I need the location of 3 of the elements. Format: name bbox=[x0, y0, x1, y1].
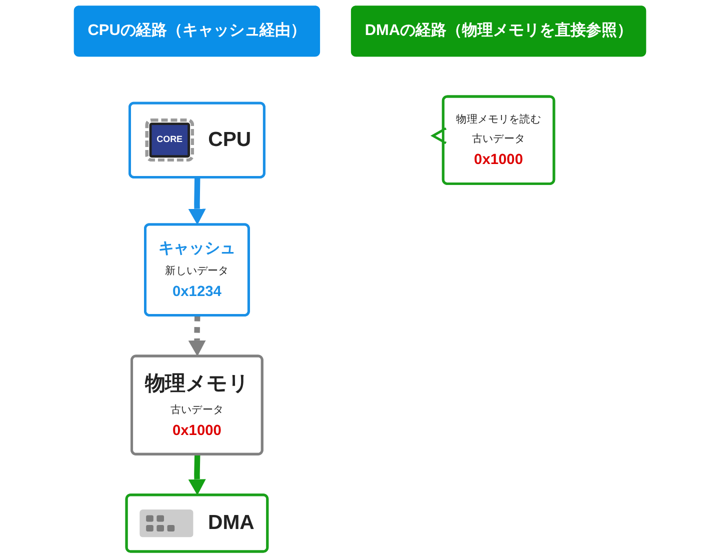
arrow bbox=[189, 454, 206, 496]
arrow bbox=[189, 316, 206, 356]
arrow bbox=[189, 178, 206, 225]
